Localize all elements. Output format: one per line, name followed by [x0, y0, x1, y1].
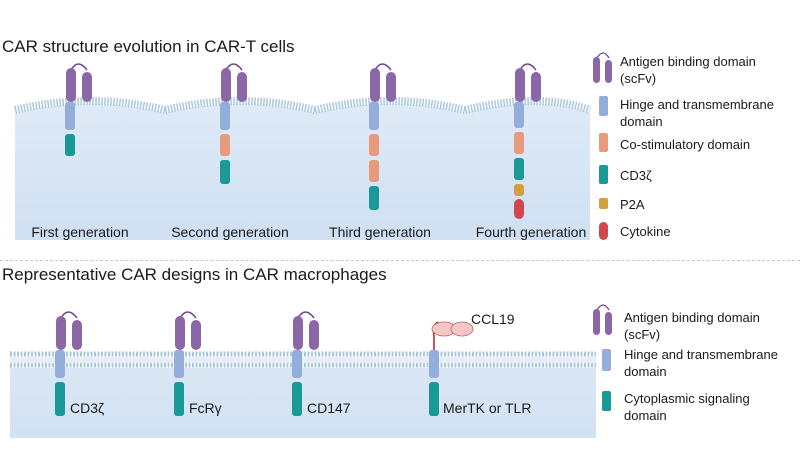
bottom-section-title: Representative CAR designs in CAR macrop… [2, 265, 387, 284]
cytokine-icon [599, 222, 608, 240]
legend-label-scfv: Antigen binding domain (scFv) [620, 54, 756, 86]
mac-car-cd147 [292, 311, 319, 416]
third-generation-panel [314, 97, 466, 240]
generation-label: Second generation [171, 224, 289, 240]
legend-label-cytokine: Cytokine [620, 224, 671, 239]
section-divider [0, 260, 800, 261]
mac-design-label: FcRγ [189, 400, 222, 416]
second-generation-car [220, 63, 247, 184]
fourth-generation-car [514, 63, 541, 219]
mac-design-label: CD3ζ [70, 400, 105, 416]
hinge-tm-icon [602, 349, 611, 371]
generation-label: Third generation [329, 224, 431, 240]
third-generation-car [369, 63, 396, 210]
mac-design-label: CD147 [307, 400, 351, 416]
first-generation-car [65, 63, 92, 156]
first-generation-panel [14, 97, 166, 240]
hinge-tm-icon [599, 96, 608, 116]
fourth-generation-panel [464, 97, 592, 240]
mac-design-label: MerTK or TLR [443, 400, 532, 416]
mac-car-fcrg [174, 311, 201, 416]
mac-car-cd3z [55, 311, 82, 416]
legend-label-costim: Co-stimulatory domain [620, 137, 751, 152]
p2a-icon [599, 198, 608, 209]
legend-label-hinge: Hinge and transmembrane domain [624, 347, 778, 379]
generation-label: Fourth generation [475, 224, 587, 240]
legend-label-hinge: Hinge and transmembrane domain [620, 97, 774, 129]
top-section-title: CAR structure evolution in CAR-T cells [2, 37, 295, 56]
scfv-icon [593, 304, 612, 335]
ccl19-label: CCL19 [471, 311, 515, 327]
costim-icon [599, 133, 608, 152]
legend-label-p2a: P2A [620, 197, 645, 212]
macrophage-cell [10, 350, 596, 438]
generation-label: First generation [31, 224, 129, 240]
cd3z-icon [599, 165, 608, 184]
mac-car-mertk-tlr [429, 321, 474, 416]
scfv-icon [593, 52, 612, 83]
legend-label-signaling: Cytoplasmic signaling domain [624, 391, 750, 423]
second-generation-panel [164, 97, 316, 240]
legend-label-cd3z: CD3ζ [620, 168, 652, 183]
signaling-icon [602, 391, 611, 411]
legend-label-scfv: Antigen binding domain (scFv) [624, 310, 760, 342]
